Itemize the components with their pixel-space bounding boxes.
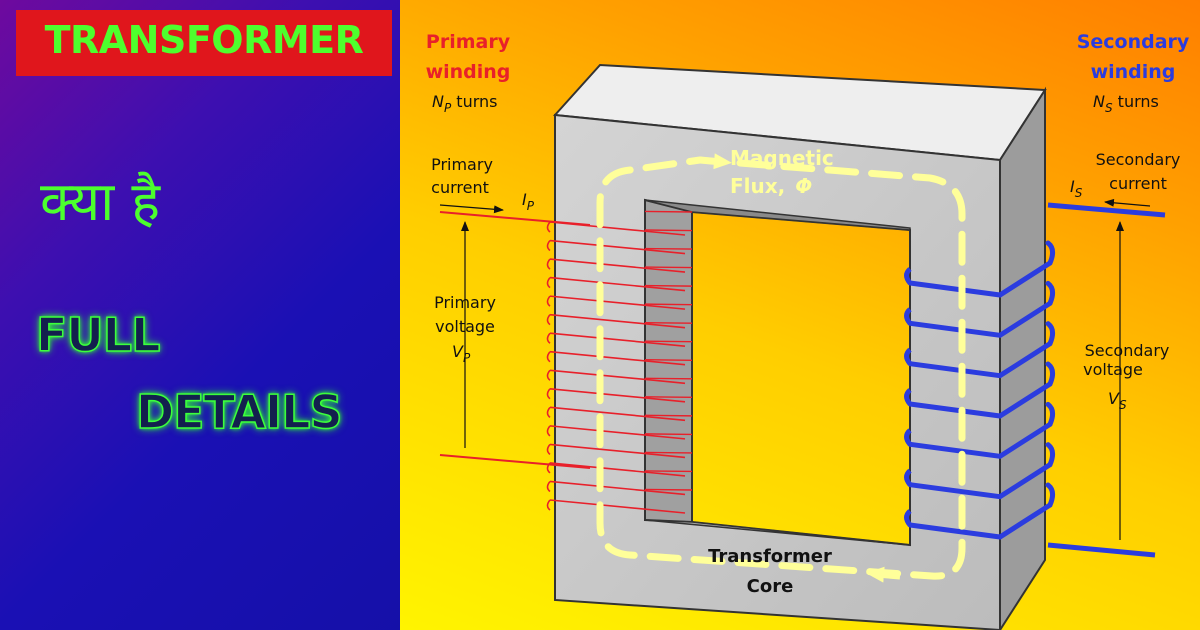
primary-voltage-label-line1: Primary [434,293,496,312]
magnetic-flux-label-line1: Magnetic [730,146,834,170]
secondary-turn [907,321,1056,379]
core-window-inner-top [644,199,911,231]
primary-turn-back [644,303,693,306]
left-title-panel: TRANSFORMER क्या है FULL DETAILS [0,0,412,630]
magnetic-flux-path [596,156,966,580]
title-text: TRANSFORMER [44,18,364,62]
primary-winding-coil [546,210,693,514]
secondary-winding-coil [904,240,1056,540]
secondary-turn-edge [904,307,912,325]
primary-lead-top [439,211,591,226]
primary-current-label-line1: Primary [431,155,493,174]
primary-turn [546,406,686,422]
primary-turn [546,369,686,385]
primary-turn [546,388,686,403]
secondary-turn-edge [904,468,912,487]
primary-turn [546,276,686,292]
primary-turn-back [644,433,693,436]
secondary-turn [907,240,1056,298]
primary-turn-back [644,229,693,232]
secondary-current-arrow [1104,198,1151,207]
secondary-current-label-line2: current [1109,174,1167,193]
primary-current-symbol: IP [522,190,535,213]
secondary-turn [907,280,1056,338]
secondary-voltage-label-line1: Secondary [1085,341,1170,360]
secondary-turn [907,442,1056,500]
primary-turn [546,295,686,310]
secondary-voltage-symbol: VS [1108,389,1127,412]
core-label-line1: Transformer [708,546,832,567]
primary-current-label-line2: current [431,178,489,197]
primary-turn-back [644,451,693,454]
secondary-turn-edge [904,347,912,366]
secondary-turn [907,401,1056,459]
core-window-inner-bottom [644,519,911,546]
primary-turn-back [644,470,693,473]
primary-turn-back [644,284,693,287]
primary-voltage-label-line2: voltage [435,317,495,336]
full-text: FULL [35,307,161,363]
primary-turn-back [644,414,693,417]
primary-turn [546,499,686,514]
details-text: DETAILS [135,384,343,440]
primary-turn [546,350,686,366]
primary-turn [546,425,686,440]
secondary-turns-label: NS turns [1093,92,1159,115]
primary-turn [546,480,686,496]
primary-turn-back [644,321,693,324]
secondary-lead-bottom [1047,542,1156,558]
primary-winding-label-line2: winding [426,61,511,83]
secondary-winding-label-line2: winding [1091,61,1176,83]
primary-turn-back [644,488,693,491]
flux-arrow-top [699,153,732,170]
secondary-turn-edge [904,388,912,406]
secondary-lead-top [1047,202,1166,218]
primary-turn-back [644,396,693,399]
primary-winding-label-line1: Primary [426,31,511,53]
secondary-turn [907,361,1056,419]
primary-turns-label: NP turns [432,92,498,115]
secondary-current-label-line1: Secondary [1096,150,1181,169]
primary-lead-bottom [439,454,591,469]
flux-arrow-bottom [866,566,901,583]
primary-turn [546,443,686,459]
primary-turn-back [644,340,693,343]
primary-turn-back [644,377,693,380]
magnetic-flux-label-line2: Flux,Φ [730,174,812,198]
title-badge: TRANSFORMER [16,10,392,76]
primary-current-arrow [439,204,504,214]
secondary-turn-edge [904,267,912,285]
core-label-line2: Core [747,576,794,597]
secondary-winding-label-line1: Secondary [1077,31,1190,53]
transformer-core [552,63,1047,630]
primary-turn-back [644,359,693,361]
primary-turn [546,332,686,347]
primary-turn-back [644,210,693,213]
secondary-voltage-label-line2: voltage [1083,360,1143,379]
secondary-turn-edge [904,509,912,527]
primary-turn [546,239,686,255]
primary-turn [546,313,686,329]
hindi-subtitle: क्या है [40,170,161,233]
primary-turn-back [644,266,693,269]
primary-turn [546,258,686,273]
secondary-turn-edge [904,428,912,446]
primary-turn-back [644,247,693,250]
secondary-current-symbol: IS [1070,177,1083,200]
primary-voltage-symbol: VP [452,342,471,365]
secondary-turn [907,482,1056,540]
